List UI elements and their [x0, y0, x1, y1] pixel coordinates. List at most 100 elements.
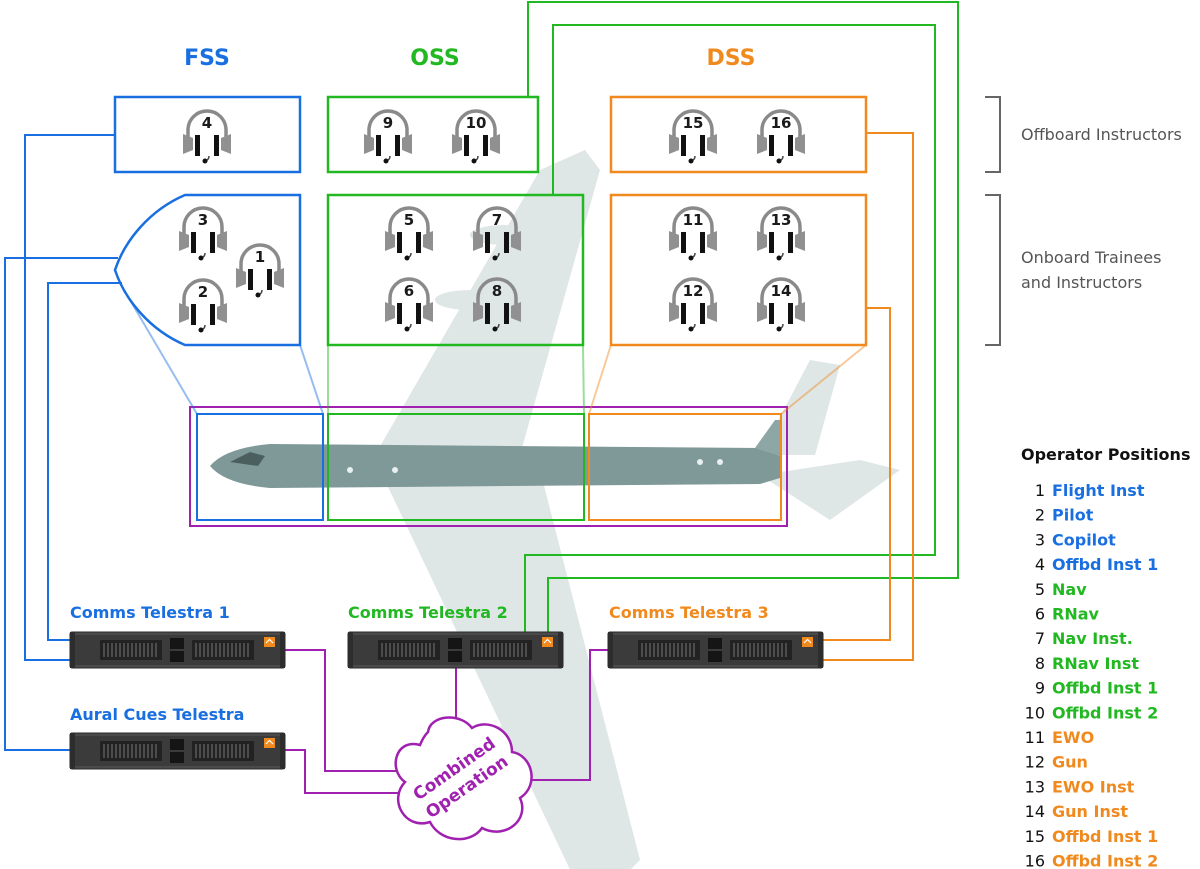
legend-item: 3 Copilot	[1035, 530, 1116, 549]
headset-10: 10	[450, 109, 502, 166]
legend-item: 11 EWO	[1025, 728, 1095, 747]
svg-text:13: 13	[771, 211, 792, 229]
combined-zone-outline	[189, 406, 788, 527]
combined-operation-cloud: Combined Operation	[394, 716, 533, 841]
headset-12: 12	[667, 277, 719, 334]
legend-item-number: 8	[1035, 654, 1045, 673]
svg-text:5: 5	[404, 211, 414, 229]
legend-item: 6 RNav	[1035, 605, 1100, 624]
legend-item-number: 5	[1035, 580, 1045, 599]
legend-item-number: 1	[1035, 481, 1045, 500]
svg-text:9: 9	[383, 114, 393, 132]
svg-text:8: 8	[492, 282, 502, 300]
svg-text:7: 7	[492, 211, 502, 229]
legend-item-name: Gun	[1052, 753, 1088, 772]
legend-item: 10 Offbd Inst 2	[1025, 703, 1159, 722]
legend-item-number: 2	[1035, 506, 1045, 525]
comms2-label: Comms Telestra 2	[348, 603, 508, 622]
offboard-label: Offboard Instructors	[1021, 125, 1182, 144]
legend-item: 1 Flight Inst	[1035, 481, 1145, 500]
headset-16: 16	[755, 109, 807, 166]
headset-6: 6	[383, 277, 435, 334]
offboard-bracket	[985, 96, 1001, 173]
legend-item: 12 Gun	[1025, 753, 1088, 772]
svg-text:11: 11	[683, 211, 704, 229]
svg-text:2: 2	[198, 283, 208, 301]
legend-item-name: EWO	[1052, 728, 1094, 747]
legend-item-name: Offbd Inst 1	[1052, 555, 1158, 574]
legend-item: 5 Nav	[1035, 580, 1087, 599]
legend-item-name: Copilot	[1052, 530, 1116, 549]
headset-1: 1	[234, 243, 286, 300]
aural-device	[69, 732, 286, 770]
headset-15: 15	[667, 109, 719, 166]
headset-3: 3	[177, 206, 229, 263]
headset-4: 4	[181, 109, 233, 166]
legend-item-name: Offbd Inst 2	[1052, 852, 1158, 869]
headset-5: 5	[383, 206, 435, 263]
legend-item-number: 9	[1035, 679, 1045, 698]
oss-zone	[327, 413, 585, 521]
oss-onboard-box	[326, 193, 585, 347]
legend-item-name: Offbd Inst 2	[1052, 703, 1158, 722]
headset-14: 14	[755, 277, 807, 334]
legend-title: Operator Positions	[1021, 445, 1190, 464]
legend-item: 16 Offbd Inst 2	[1025, 852, 1159, 869]
comms1-device	[69, 631, 286, 669]
headset-9: 9	[362, 109, 414, 166]
dss-onboard-box	[609, 193, 868, 347]
legend-item: 4 Offbd Inst 1	[1035, 555, 1158, 574]
svg-text:12: 12	[683, 282, 704, 300]
legend-item-name: RNav	[1052, 605, 1100, 624]
svg-text:10: 10	[466, 114, 487, 132]
legend-item-name: Nav	[1052, 580, 1087, 599]
svg-text:4: 4	[202, 114, 212, 132]
dss-offboard-box	[609, 95, 868, 174]
legend-item-number: 4	[1035, 555, 1045, 574]
legend-item-name: Gun Inst	[1052, 802, 1128, 821]
legend-item-number: 3	[1035, 530, 1045, 549]
headset-11: 11	[667, 206, 719, 263]
onboard-bracket	[985, 194, 1001, 346]
onboard-label-line1: Onboard Trainees	[1021, 248, 1161, 267]
legend-item: 8 RNav Inst	[1035, 654, 1140, 673]
legend-item-name: RNav Inst	[1052, 654, 1139, 673]
fss-zone	[196, 413, 324, 521]
oss-title: OSS	[410, 46, 459, 71]
legend-item-number: 13	[1025, 777, 1045, 796]
comms1-label: Comms Telestra 1	[70, 603, 230, 622]
headset-13: 13	[755, 206, 807, 263]
legend-item-name: Nav Inst.	[1052, 629, 1133, 648]
dss-title: DSS	[707, 46, 756, 71]
aircraft-illustration	[210, 150, 900, 869]
fss-onboard-box	[113, 193, 302, 347]
fss-title: FSS	[184, 46, 230, 71]
legend-item: 13 EWO Inst	[1025, 777, 1135, 796]
legend-item-number: 15	[1025, 827, 1045, 846]
onboard-label-line2: and Instructors	[1021, 273, 1142, 292]
svg-text:1: 1	[255, 248, 265, 266]
legend-item-number: 16	[1025, 852, 1045, 869]
headset-7: 7	[471, 206, 523, 263]
comms3-device	[607, 631, 824, 669]
aural-label: Aural Cues Telestra	[70, 705, 244, 724]
legend-item-name: Flight Inst	[1052, 481, 1145, 500]
oss-offboard-box	[326, 95, 540, 174]
comms3-label: Comms Telestra 3	[609, 603, 769, 622]
legend-item-number: 12	[1025, 753, 1045, 772]
legend-item-number: 11	[1025, 728, 1045, 747]
legend-item-number: 6	[1035, 605, 1045, 624]
svg-text:6: 6	[404, 282, 414, 300]
legend-item-name: EWO Inst	[1052, 777, 1135, 796]
wiring	[4, 1, 959, 794]
comms2-device	[347, 631, 564, 669]
legend-item-number: 10	[1025, 703, 1045, 722]
dss-zone	[588, 413, 782, 521]
